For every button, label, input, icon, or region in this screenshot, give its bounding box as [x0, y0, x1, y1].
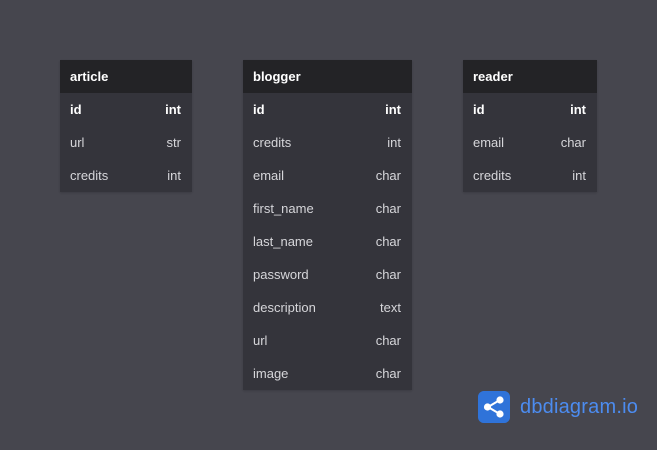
field-type: text [380, 300, 401, 315]
brand-name: dbdiagram.io [520, 396, 638, 419]
field-type: str [166, 135, 181, 150]
field-type: char [375, 366, 401, 381]
field-row-description[interactable]: description text [243, 291, 412, 324]
field-row-credits[interactable]: credits int [60, 159, 192, 192]
field-type: int [570, 102, 586, 117]
field-name: url [70, 135, 85, 150]
field-type: int [165, 102, 181, 117]
field-type: char [560, 135, 586, 150]
field-name: id [70, 102, 82, 117]
field-row-email[interactable]: email char [463, 126, 597, 159]
field-row-password[interactable]: password char [243, 258, 412, 291]
field-row-image[interactable]: image char [243, 357, 412, 390]
field-type: char [375, 234, 401, 249]
field-name: email [253, 168, 285, 183]
field-row-credits[interactable]: credits int [243, 126, 412, 159]
field-type: int [387, 135, 401, 150]
field-name: password [253, 267, 309, 282]
share-nodes-icon [478, 391, 510, 423]
field-name: credits [473, 168, 512, 183]
field-name: url [253, 333, 268, 348]
field-name: last_name [253, 234, 313, 249]
table-reader[interactable]: reader id int email char credits int [463, 60, 597, 192]
field-type: char [375, 201, 401, 216]
field-name: image [253, 366, 289, 381]
field-type: int [167, 168, 181, 183]
field-type: int [385, 102, 401, 117]
field-row-id[interactable]: id int [60, 93, 192, 126]
field-name: email [473, 135, 505, 150]
field-row-id[interactable]: id int [463, 93, 597, 126]
brand-name-main: dbdiagram [520, 395, 617, 418]
field-type: char [375, 168, 401, 183]
field-row-email[interactable]: email char [243, 159, 412, 192]
field-row-first-name[interactable]: first_name char [243, 192, 412, 225]
table-article[interactable]: article id int url str credits int [60, 60, 192, 192]
field-row-url[interactable]: url str [60, 126, 192, 159]
field-name: credits [253, 135, 292, 150]
field-name: description [253, 300, 316, 315]
field-type: char [375, 333, 401, 348]
field-name: first_name [253, 201, 314, 216]
field-name: id [253, 102, 265, 117]
table-header-article[interactable]: article [60, 60, 192, 93]
field-name: credits [70, 168, 109, 183]
table-blogger[interactable]: blogger id int credits int email char fi… [243, 60, 412, 390]
field-row-last-name[interactable]: last_name char [243, 225, 412, 258]
table-header-blogger[interactable]: blogger [243, 60, 412, 93]
field-row-credits[interactable]: credits int [463, 159, 597, 192]
field-name: id [473, 102, 485, 117]
field-row-url[interactable]: url char [243, 324, 412, 357]
field-type: char [375, 267, 401, 282]
brand-name-suffix: .io [616, 395, 639, 418]
table-header-reader[interactable]: reader [463, 60, 597, 93]
field-type: int [572, 168, 586, 183]
brand-watermark: dbdiagram.io [478, 391, 638, 423]
field-row-id[interactable]: id int [243, 93, 412, 126]
